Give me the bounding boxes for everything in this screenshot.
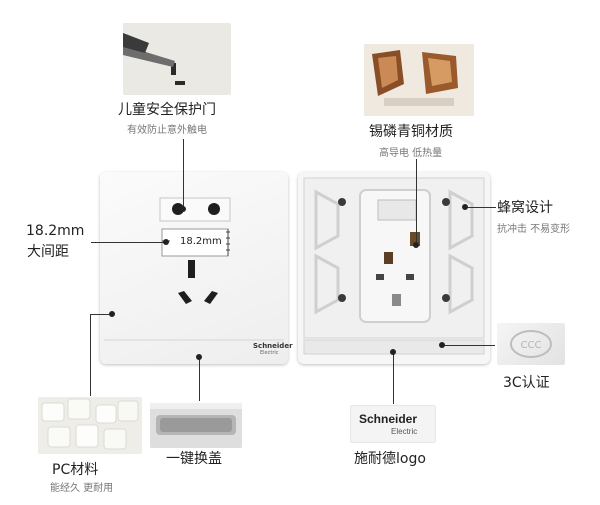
svg-text:CCC: CCC (521, 340, 542, 351)
honeycomb-subtitle: 抗冲击 不易变形 (497, 224, 571, 235)
socket-back-panel (298, 172, 490, 364)
copper-title: 锡磷青铜材质 (369, 124, 453, 140)
cover-leader-dot (196, 354, 202, 360)
logo-brand-text: Schneider (359, 412, 418, 426)
copper-leader-line (416, 159, 417, 245)
ccc-mark-icon: CCC (510, 330, 552, 358)
socket-brand-sub: Electric (260, 350, 279, 356)
honeycomb-leader-dot (462, 204, 468, 210)
socket-front-graphic (104, 197, 284, 341)
pc-pellets-image (38, 397, 142, 454)
copper-contact-image (364, 44, 474, 116)
cert-leader-dot (439, 342, 445, 348)
socket-back-graphic (303, 177, 485, 355)
logo-leader-dot (390, 349, 396, 355)
child-door-subtitle: 有效防止意外触电 (127, 125, 207, 136)
child-door-thumbnail (123, 23, 231, 95)
spacing-leader-dot (163, 239, 169, 245)
copper-leader-dot (413, 242, 419, 248)
spacing-dimension-label: 18.2mm (180, 236, 222, 247)
socket-front-panel: Schneider Electric (100, 172, 293, 364)
child-door-title: 儿童安全保护门 (118, 102, 216, 118)
logo-leader-line (393, 352, 394, 404)
honeycomb-leader-line (466, 207, 496, 208)
copper-subtitle: 高导电 低热量 (379, 148, 443, 159)
child-door-leader-line (183, 139, 184, 209)
cert-leader-line (443, 345, 495, 346)
socket-brand-mark: Schneider (253, 342, 293, 350)
logo-brand-sub: Electric (391, 427, 418, 436)
logo-title: 施耐德logo (354, 451, 426, 467)
cover-title: 一键换盖 (166, 451, 222, 467)
pc-thumbnail (38, 397, 142, 454)
child-door-leader-dot (180, 206, 186, 212)
cover-slot-image (150, 403, 242, 448)
honeycomb-title: 蜂窝设计 (497, 200, 553, 216)
copper-thumbnail (364, 44, 474, 116)
cert-thumbnail: CCC (497, 323, 565, 365)
child-door-image (123, 23, 231, 95)
pc-leader-line-h (90, 314, 112, 315)
cover-thumbnail (150, 403, 242, 448)
spacing-title-line1: 18.2mm (26, 223, 85, 239)
cert-title: 3C认证 (503, 375, 550, 391)
cover-leader-line (199, 357, 200, 401)
pc-subtitle: 能经久 更耐用 (50, 483, 114, 494)
spacing-title-line2: 大间距 (27, 244, 69, 260)
pc-leader-dot (109, 311, 115, 317)
pc-leader-line-v (90, 314, 91, 396)
spacing-leader-line (91, 242, 167, 243)
pc-title: PC材料 (52, 462, 99, 478)
logo-thumbnail: Schneider Electric (350, 405, 436, 443)
